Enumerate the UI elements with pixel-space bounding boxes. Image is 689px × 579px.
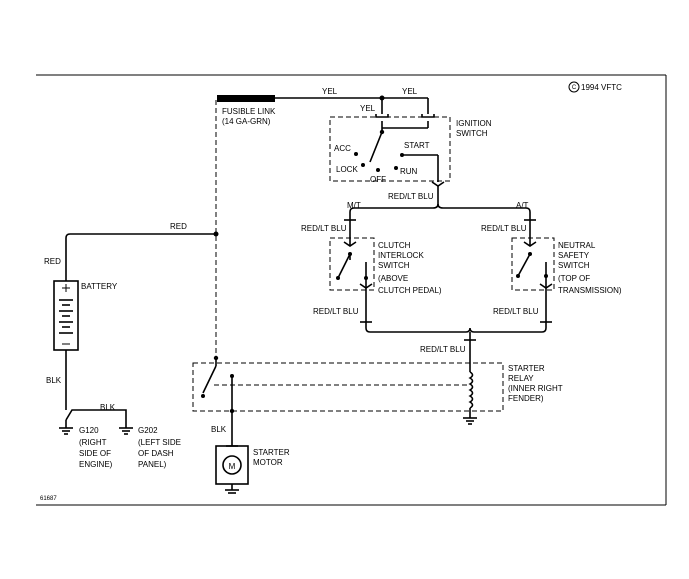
- clutch-label-5: CLUTCH PEDAL): [378, 286, 442, 295]
- neutral-label-3: SWITCH: [558, 261, 590, 270]
- wire-label-yel-1: YEL: [322, 87, 338, 96]
- wire-label-red-lt-blu-mt-top: RED/LT BLU: [301, 224, 347, 233]
- ignition-switch-label-1: IGNITION: [456, 119, 492, 128]
- clutch-interlock-switch: RED/LT BLU CLUTCH INTERLOCK SWITCH (ABOV…: [301, 219, 442, 328]
- ignition-output-wire: RED/LT BLU M/T A/T: [347, 181, 531, 220]
- wire-label-yel-2: YEL: [402, 87, 418, 96]
- copyright-mark: C 1994 VFTC: [568, 81, 622, 93]
- neutral-label-2: SAFETY: [558, 251, 590, 260]
- ign-pos-run: RUN: [400, 167, 418, 176]
- g120-label-4: ENGINE): [79, 460, 113, 469]
- g202-label-3: OF DASH: [138, 449, 174, 458]
- clutch-label-2: INTERLOCK: [378, 251, 424, 260]
- wire-label-red-lt-blu-relay: RED/LT BLU: [420, 345, 466, 354]
- starter-motor: M BLK STARTER MOTOR: [211, 376, 290, 494]
- figure-id: 61687: [40, 496, 57, 502]
- copyright-symbol: C: [572, 85, 577, 91]
- g202-label-2: (LEFT SIDE: [138, 438, 181, 447]
- wire-label-red-lt-blu-at-bot: RED/LT BLU: [493, 307, 539, 316]
- wire-label-red-top: RED: [170, 222, 187, 231]
- wire-label-red-lt-blu-at-top: RED/LT BLU: [481, 224, 527, 233]
- g120-label-1: G120: [79, 426, 99, 435]
- ground-wires: BLK BLK: [46, 350, 133, 435]
- motor-symbol: M: [229, 462, 236, 471]
- branch-label-mt: M/T: [347, 201, 361, 210]
- diagram-frame: [36, 74, 667, 506]
- ign-pos-acc: ACC: [334, 144, 351, 153]
- neutral-safety-switch: RED/LT BLU NEUTRAL SAFETY SWITCH (TOP OF…: [481, 219, 622, 328]
- wire-label-red-lt-blu-mt-bot: RED/LT BLU: [313, 307, 359, 316]
- ign-pos-lock: LOCK: [336, 165, 358, 174]
- neutral-label-4: (TOP OF: [558, 274, 590, 283]
- neutral-label-1: NEUTRAL: [558, 241, 596, 250]
- wire-label-blk-starter: BLK: [211, 425, 227, 434]
- ignition-switch-label-2: SWITCH: [456, 129, 488, 138]
- ignition-switch: IGNITION SWITCH ACC LOCK OFF START RUN: [329, 116, 492, 184]
- ign-pos-off: OFF: [370, 175, 386, 184]
- relay-label-4: FENDER): [508, 394, 544, 403]
- relay-label-3: (INNER RIGHT: [508, 384, 563, 393]
- red-feed-wire: RED RED: [44, 222, 219, 281]
- g202-label-1: G202: [138, 426, 158, 435]
- wire-label-red-left: RED: [44, 257, 61, 266]
- g120-label-2: (RIGHT: [79, 438, 107, 447]
- battery-label: BATTERY: [81, 282, 118, 291]
- starter-motor-label-2: MOTOR: [253, 458, 283, 467]
- ground-g120-label: G120 (RIGHT SIDE OF ENGINE): [79, 426, 113, 469]
- fusible-link: FUSIBLE LINK (14 GA-GRN): [217, 95, 428, 126]
- yel-feed-wires: [375, 95, 435, 118]
- fusible-link-label-1: FUSIBLE LINK: [222, 107, 276, 116]
- wire-label-blk-battery: BLK: [46, 376, 62, 385]
- clutch-label-1: CLUTCH: [378, 241, 411, 250]
- starter-relay: STARTER RELAY (INNER RIGHT FENDER): [192, 355, 563, 425]
- clutch-label-4: (ABOVE: [378, 274, 408, 283]
- branch-label-at: A/T: [516, 201, 529, 210]
- fusible-link-label-2: (14 GA-GRN): [222, 117, 271, 126]
- g202-label-4: PANEL): [138, 460, 167, 469]
- neutral-label-5: TRANSMISSION): [558, 286, 622, 295]
- clutch-label-3: SWITCH: [378, 261, 410, 270]
- relay-label-1: STARTER: [508, 364, 545, 373]
- wire-label-blk-ground: BLK: [100, 403, 116, 412]
- battery: BATTERY: [53, 280, 118, 351]
- copyright-text: 1994 VFTC: [581, 83, 622, 92]
- relay-label-2: RELAY: [508, 374, 534, 383]
- starter-motor-label-1: STARTER: [253, 448, 290, 457]
- wire-label-red-lt-blu-ign: RED/LT BLU: [388, 192, 434, 201]
- ign-pos-start: START: [404, 141, 430, 150]
- g120-label-3: SIDE OF: [79, 449, 111, 458]
- switch-merge-wire: RED/LT BLU: [365, 327, 547, 372]
- ground-g202-label: G202 (LEFT SIDE OF DASH PANEL): [138, 426, 181, 469]
- wire-label-yel-3: YEL: [360, 104, 376, 113]
